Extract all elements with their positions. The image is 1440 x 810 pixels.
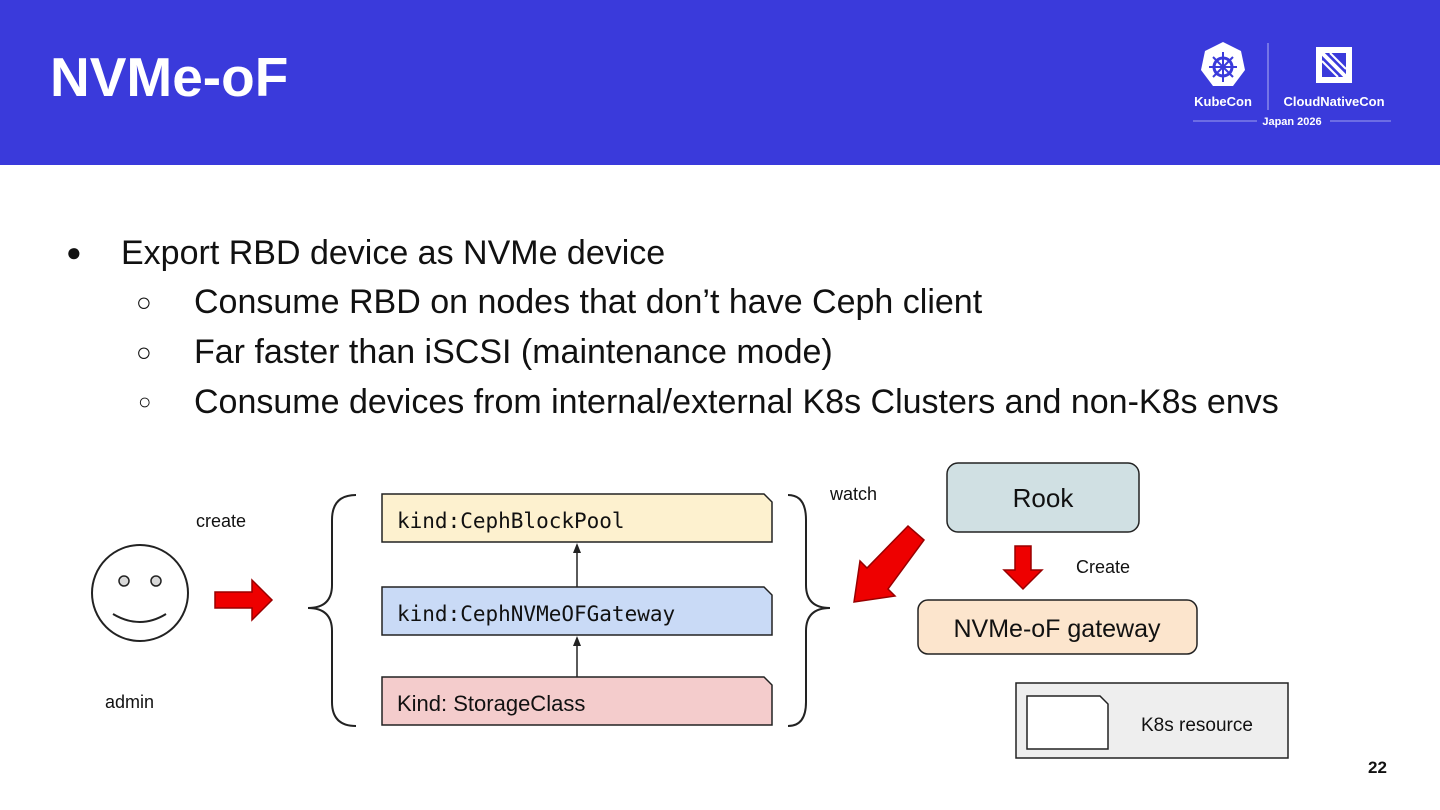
create-arrow xyxy=(214,578,274,622)
admin-label: admin xyxy=(105,692,154,712)
rook-create-label: Create xyxy=(1076,557,1130,577)
watch-label: watch xyxy=(829,484,877,504)
resource-ceph-nvmeof-gateway: kind:CephNVMeOFGateway xyxy=(381,586,773,636)
kubecon-logo: KubeCon CloudNativeCon Japan 2026 xyxy=(1193,42,1391,128)
gateway-label: NVMe-oF gateway xyxy=(953,615,1161,643)
resource-label: kind:CephBlockPool xyxy=(397,509,625,533)
reference-arrow xyxy=(573,543,581,587)
rook-label: Rook xyxy=(1013,483,1075,513)
resource-storage-class: Kind: StorageClass xyxy=(381,676,773,726)
architecture-diagram: create admin kind:CephBlockPool kind:Cep… xyxy=(91,462,1289,759)
legend: K8s resource xyxy=(1015,682,1289,759)
resource-label: Kind: StorageClass xyxy=(397,691,585,716)
logo-right-label: CloudNativeCon xyxy=(1283,94,1384,109)
legend-resource-icon xyxy=(1026,695,1109,750)
rook-operator-box: Rook xyxy=(946,462,1140,533)
kubernetes-icon xyxy=(1201,42,1245,86)
sub-bullet-marker: ○ xyxy=(136,337,152,367)
resource-ceph-block-pool: kind:CephBlockPool xyxy=(381,493,773,543)
sub-bullet-marker: ○ xyxy=(138,389,152,414)
cncf-icon xyxy=(1316,47,1352,83)
sub-bullet-item: Far faster than iSCSI (maintenance mode) xyxy=(194,333,833,371)
legend-label: K8s resource xyxy=(1141,715,1253,736)
page-title: NVMe-oF xyxy=(50,46,289,108)
sub-bullet-marker: ○ xyxy=(136,287,152,317)
page-number: 22 xyxy=(1368,758,1387,777)
create-label: create xyxy=(196,511,246,531)
bullet-item: Export RBD device as NVMe device xyxy=(121,234,666,272)
reference-arrow xyxy=(573,636,581,677)
left-brace xyxy=(307,494,357,727)
admin-face-icon xyxy=(91,544,189,642)
watch-arrow xyxy=(853,524,926,603)
logo-left-label: KubeCon xyxy=(1194,94,1252,109)
header-bar: NVMe-oF KubeCon CloudNativeCon Japan 202… xyxy=(0,0,1440,165)
rook-create-arrow xyxy=(1002,545,1044,591)
sub-bullet-item: Consume RBD on nodes that don’t have Cep… xyxy=(194,283,983,321)
bullet-marker: ● xyxy=(66,237,82,267)
sub-bullet-item: Consume devices from internal/external K… xyxy=(194,383,1279,421)
right-brace xyxy=(787,494,831,727)
nvmeof-gateway-box: NVMe-oF gateway xyxy=(917,599,1198,655)
logo-subtitle: Japan 2026 xyxy=(1262,116,1321,128)
resource-label: kind:CephNVMeOFGateway xyxy=(397,602,675,626)
